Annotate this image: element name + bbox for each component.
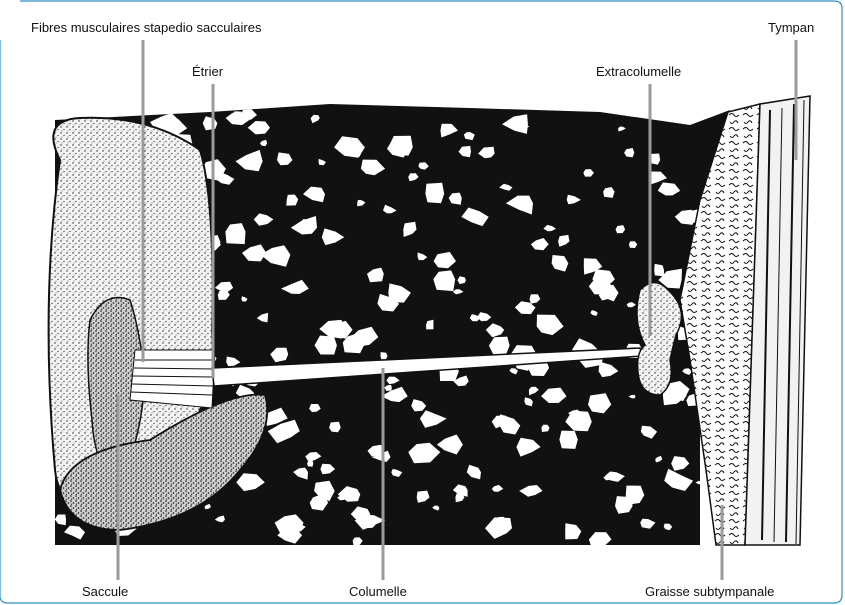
bone-cavity <box>559 431 577 449</box>
label-tympan: Tympan <box>768 20 814 36</box>
label-graisse-subtympanale: Graisse subtympanale <box>645 584 774 600</box>
label-etrier: Étrier <box>192 64 223 80</box>
label-extracolumelle: Extracolumelle <box>596 64 681 80</box>
label-saccule: Saccule <box>82 584 128 600</box>
label-fibres-musculaires: Fibres musculaires stapedio sacculaires <box>31 20 261 36</box>
bone-cavity <box>425 183 444 204</box>
bone-cavity <box>679 112 693 122</box>
bone-cavity <box>654 264 664 276</box>
label-columelle: Columelle <box>349 584 407 600</box>
